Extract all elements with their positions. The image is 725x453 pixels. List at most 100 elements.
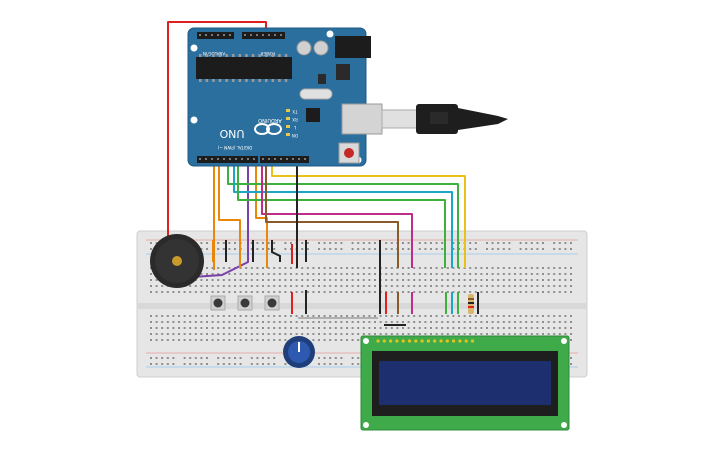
breadboard-hole: [222, 315, 225, 317]
breadboard-hole: [183, 327, 186, 329]
breadboard-hole: [514, 327, 516, 329]
breadboard-hole: [217, 267, 220, 269]
lcd-pin: [452, 339, 456, 343]
lcd-pin: [458, 339, 462, 343]
breadboard-hole: [458, 315, 460, 317]
breadboard-hole: [508, 327, 511, 329]
push-button-3[interactable]: [264, 295, 280, 311]
breadboard-hole: [491, 273, 494, 275]
breadboard-hole: [452, 333, 455, 335]
board-brand: ARDUINO: [258, 117, 282, 123]
breadboard-hole: [306, 242, 309, 244]
breadboard-hole: [564, 321, 567, 323]
breadboard-hole: [463, 279, 466, 281]
jumpers: [212, 240, 479, 326]
breadboard-hole: [234, 285, 236, 287]
breadboard-hole: [267, 333, 270, 335]
breadboard-hole: [542, 267, 544, 269]
breadboard-hole: [486, 327, 488, 329]
breadboard-hole: [542, 248, 544, 250]
breadboard-hole: [418, 315, 421, 317]
breadboard-hole: [318, 248, 320, 250]
breadboard-hole: [278, 333, 281, 335]
breadboard-hole: [178, 315, 180, 317]
breadboard-hole: [390, 279, 393, 281]
wire-brown: [265, 160, 399, 268]
breadboard-hole: [351, 248, 354, 250]
breadboard-hole: [234, 321, 236, 323]
breadboard-hole: [284, 267, 287, 269]
breadboard-hole: [222, 321, 225, 323]
breadboard-hole: [502, 315, 505, 317]
breadboard-hole: [441, 291, 444, 293]
breadboard-hole: [250, 357, 253, 359]
breadboard-hole: [553, 315, 556, 317]
arduino-uno[interactable]: ANALOG IN POWER DIGITAL (PWM ~) UNO ARDU…: [187, 27, 383, 167]
breadboard-hole: [542, 285, 544, 287]
breadboard-hole: [234, 248, 236, 250]
breadboard-hole: [222, 327, 225, 329]
breadboard-hole: [150, 273, 152, 275]
potentiometer[interactable]: [283, 336, 315, 368]
wire-yellow: [271, 160, 466, 268]
breadboard-hole: [413, 273, 416, 275]
breadboard-hole: [194, 315, 197, 317]
breadboard-hole: [536, 291, 539, 293]
breadboard-hole: [474, 279, 477, 281]
breadboard-hole: [424, 315, 427, 317]
breadboard-hole: [346, 267, 348, 269]
breadboard-hole: [323, 363, 326, 365]
breadboard-hole: [346, 321, 348, 323]
breadboard-hole: [570, 242, 572, 244]
breadboard-hole: [323, 357, 326, 359]
status-led-label: ON: [292, 133, 298, 138]
breadboard-hole: [239, 357, 242, 359]
breadboard-hole: [564, 333, 567, 335]
header-pin: [256, 34, 258, 36]
breadboard-hole: [390, 333, 393, 335]
wire-orange-3: [255, 160, 268, 268]
breadboard-hole: [206, 267, 208, 269]
lcd-pin: [376, 339, 380, 343]
breadboard-hole: [306, 285, 309, 287]
push-button-2[interactable]: [237, 295, 253, 311]
header-pin: [250, 34, 252, 36]
breadboard-hole: [155, 363, 158, 365]
breadboard-hole: [306, 333, 309, 335]
breadboard-hole: [407, 279, 410, 281]
breadboard-hole: [368, 279, 371, 281]
breadboard-hole: [514, 333, 516, 335]
header-pin: [211, 34, 213, 36]
breadboard-hole: [497, 285, 500, 287]
breadboard-hole: [491, 242, 494, 244]
breadboard-hole: [301, 333, 304, 335]
breadboard-hole: [312, 267, 315, 269]
breadboard-hole: [547, 291, 550, 293]
header-pin: [304, 158, 306, 160]
piezo-buzzer[interactable]: [150, 234, 204, 288]
breadboard-hole: [390, 267, 393, 269]
breadboard-hole: [273, 285, 276, 287]
breadboard-hole: [155, 357, 158, 359]
push-button-1[interactable]: [210, 295, 226, 311]
breadboard-hole: [211, 339, 214, 341]
wire-cyan-1: [233, 160, 453, 268]
breadboard-hole: [452, 285, 455, 287]
breadboard-hole: [267, 315, 270, 317]
breadboard-hole: [525, 321, 528, 323]
breadboard-hole: [284, 363, 287, 365]
breadboard-hole: [390, 285, 393, 287]
breadboard-hole: [346, 327, 348, 329]
breadboard-hole: [530, 285, 533, 287]
breadboard-hole: [390, 327, 393, 329]
breadboard-hole: [228, 242, 231, 244]
breadboard-hole: [418, 291, 421, 293]
resistor[interactable]: [468, 294, 474, 314]
breadboard-hole: [396, 285, 399, 287]
lcd-16x2[interactable]: [360, 335, 570, 431]
breadboard-hole: [542, 315, 544, 317]
breadboard-hole: [245, 291, 248, 293]
breadboard-hole: [178, 321, 180, 323]
breadboard-hole: [256, 327, 259, 329]
breadboard-hole: [161, 333, 164, 335]
